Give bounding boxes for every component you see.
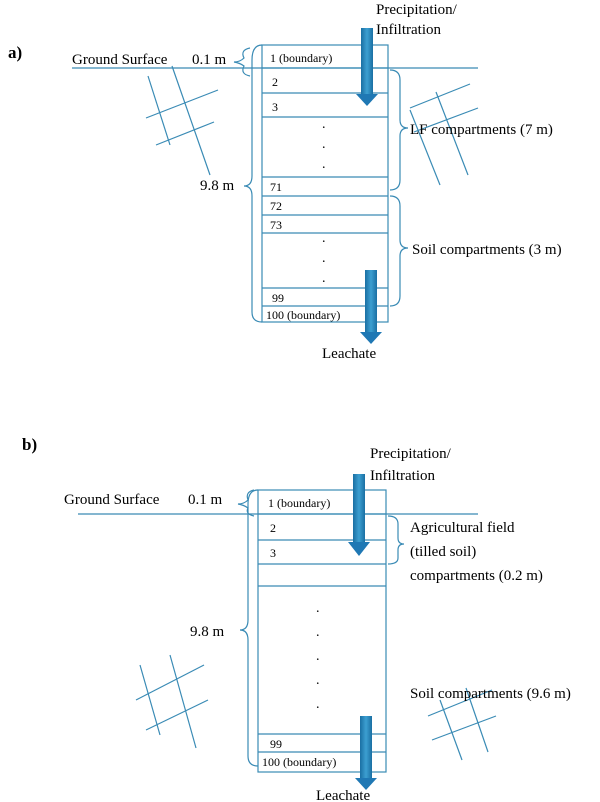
panel-a-lf-label: LF compartments (7 m) xyxy=(410,122,553,138)
panel-b-ag-label-2: (tilled soil) xyxy=(410,544,476,560)
panel-a-leachate-label: Leachate xyxy=(322,346,376,362)
panel-a-cell-99: 99 xyxy=(272,291,284,305)
panel-b-soil-label: Soil compartments (9.6 m) xyxy=(410,686,571,702)
panel-a-dots-upper: . . . xyxy=(322,117,326,172)
svg-text:.: . xyxy=(316,625,320,640)
panel-a-cell-2: 2 xyxy=(272,75,278,89)
panel-b-ag-label-1: Agricultural field xyxy=(410,520,515,536)
panel-b-column xyxy=(257,489,387,773)
panel-a-soil-label: Soil compartments (3 m) xyxy=(412,242,562,258)
svg-text:.: . xyxy=(322,231,326,246)
panel-b-leachate-label: Leachate xyxy=(316,788,370,802)
panel-a-arrow-bottom xyxy=(360,270,382,344)
panel-a-arrow-top xyxy=(356,28,378,106)
panel-a-cell-71: 71 xyxy=(270,180,282,194)
panel-b-label: b) xyxy=(22,435,37,454)
panel-a-cell-3: 3 xyxy=(272,100,278,114)
panel-a-cell-1: 1 (boundary) xyxy=(270,51,332,65)
panel-b-arrow-bottom xyxy=(355,716,377,790)
panel-b-cell-1: 1 (boundary) xyxy=(268,496,330,510)
panel-a-cell-100: 100 (boundary) xyxy=(266,308,340,322)
panel-a-label: a) xyxy=(8,43,22,62)
panel-a-precip-text-2: Infiltration xyxy=(376,22,441,38)
panel-b-dots: . . . . . xyxy=(316,601,320,712)
panel-b-arrow-top xyxy=(348,474,370,556)
panel-a-precip-text-1: Precipitation/ xyxy=(376,2,458,18)
svg-text:.: . xyxy=(316,601,320,616)
panel-b-precip-text-1: Precipitation/ xyxy=(370,446,452,462)
panel-a-column xyxy=(261,44,389,323)
panel-b: b) Precipitation/ Infiltration Ground Su… xyxy=(22,435,571,802)
panel-a-ground-surface-label: Ground Surface xyxy=(72,52,168,68)
panel-b-ground-brace xyxy=(237,489,255,517)
panel-b-cell-100: 100 (boundary) xyxy=(262,755,336,769)
panel-a-ground-depth-label: 0.1 m xyxy=(192,52,227,68)
panel-a-hatch-left xyxy=(145,65,219,176)
svg-text:.: . xyxy=(322,157,326,172)
panel-b-cell-2: 2 xyxy=(270,521,276,535)
panel-a-soil-brace xyxy=(389,195,409,307)
svg-text:.: . xyxy=(316,673,320,688)
panel-a-total-depth-label: 9.8 m xyxy=(200,178,235,194)
panel-b-hatch-right xyxy=(427,687,497,761)
panel-a: a) Precipitation/ Infiltration Ground Su… xyxy=(8,2,562,362)
panel-a-cell-73: 73 xyxy=(270,218,282,232)
svg-text:.: . xyxy=(316,649,320,664)
svg-text:.: . xyxy=(322,117,326,132)
panel-b-ag-brace xyxy=(387,515,405,565)
svg-text:.: . xyxy=(322,251,326,266)
panel-b-ground-depth-label: 0.1 m xyxy=(188,492,223,508)
panel-a-cell-72: 72 xyxy=(270,199,282,213)
panel-a-lf-brace xyxy=(389,69,409,191)
panel-b-precip-text-2: Infiltration xyxy=(370,468,435,484)
panel-a-depth-brace xyxy=(243,44,263,323)
panel-a-hatch-right xyxy=(409,83,479,186)
panel-b-cell-3: 3 xyxy=(270,546,276,560)
panel-b-ground-surface-label: Ground Surface xyxy=(64,492,160,508)
panel-a-dots-lower: . . . xyxy=(322,231,326,286)
svg-text:.: . xyxy=(322,137,326,152)
svg-text:.: . xyxy=(322,271,326,286)
panel-a-ground-brace xyxy=(233,47,251,77)
svg-text:.: . xyxy=(316,697,320,712)
panel-b-total-depth-label: 9.8 m xyxy=(190,624,225,640)
panel-b-hatch-left xyxy=(135,654,209,749)
panel-b-depth-brace xyxy=(239,489,259,767)
panel-b-ag-label-3: compartments (0.2 m) xyxy=(410,568,543,584)
panel-b-cell-99: 99 xyxy=(270,737,282,751)
